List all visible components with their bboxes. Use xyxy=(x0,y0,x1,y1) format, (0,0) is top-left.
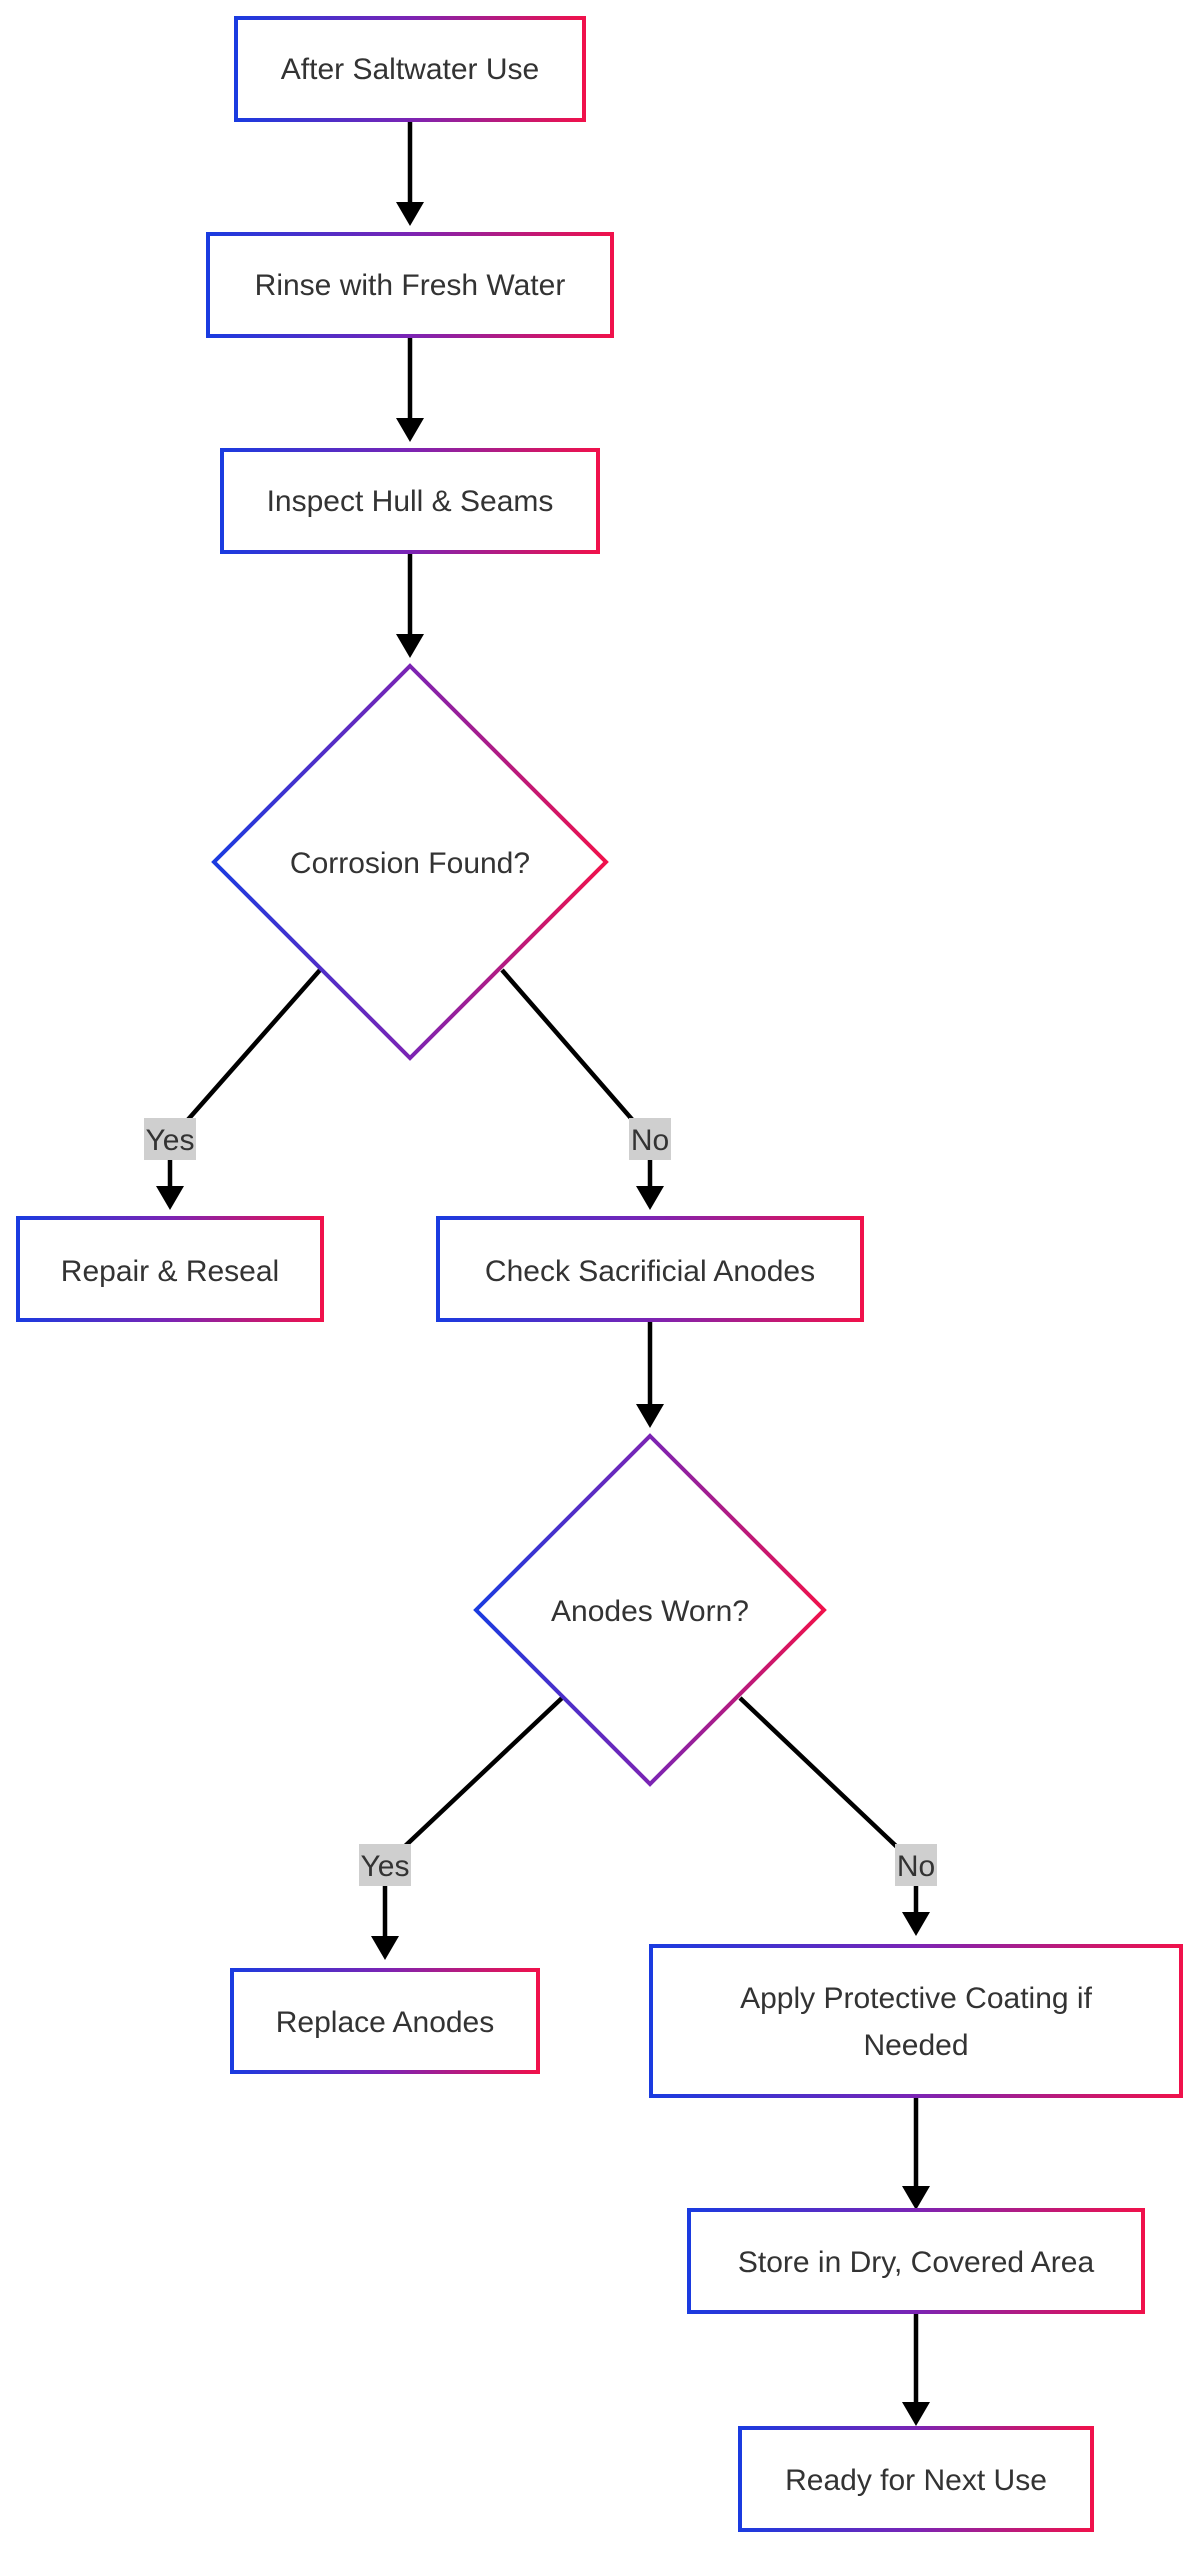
arrowhead-ready xyxy=(902,2402,930,2426)
node-label: Check Sacrificial Anodes xyxy=(485,1255,815,1288)
nodes: After Saltwater Use Rinse with Fresh Wat… xyxy=(16,16,1183,2532)
arrowhead-worn xyxy=(636,1404,664,1428)
edge-label-corrosion-no: No xyxy=(631,1124,669,1157)
node-repair-reseal: Repair & Reseal xyxy=(16,1216,324,1322)
node-anodes-worn-decision: Anodes Worn? xyxy=(473,1433,827,1787)
arrowhead-apply xyxy=(902,1912,930,1936)
arrowhead-check-anodes xyxy=(636,1186,664,1210)
label-bg-corrosion-no xyxy=(629,1118,671,1160)
node-label-line2: Needed xyxy=(863,2029,968,2062)
label-bg-anodes-no xyxy=(895,1844,937,1886)
arrowhead-store xyxy=(902,2186,930,2210)
node-store-dry-covered: Store in Dry, Covered Area xyxy=(687,2208,1145,2314)
node-label: Ready for Next Use xyxy=(785,2464,1047,2497)
node-label: Corrosion Found? xyxy=(290,847,530,880)
decision-diamond xyxy=(211,663,609,1061)
edge-corrosion-no xyxy=(500,968,653,1186)
node-label-line1: Apply Protective Coating if xyxy=(740,1982,1093,2015)
node-label: Repair & Reseal xyxy=(61,1255,279,1288)
label-bg-anodes-yes xyxy=(359,1844,411,1886)
edge-anodes-yes xyxy=(382,1696,564,1936)
node-replace-anodes: Replace Anodes xyxy=(230,1968,540,2074)
node-label: After Saltwater Use xyxy=(281,53,539,86)
arrowhead-replace xyxy=(371,1936,399,1960)
edge-label-corrosion-yes: Yes xyxy=(146,1124,195,1157)
node-label: Replace Anodes xyxy=(276,2006,495,2039)
node-label: Store in Dry, Covered Area xyxy=(738,2246,1095,2279)
edge-labels: Yes No Yes No xyxy=(144,1118,937,1886)
node-label: Inspect Hull & Seams xyxy=(267,485,554,518)
arrowhead-corrosion xyxy=(396,634,424,658)
node-label: Rinse with Fresh Water xyxy=(255,269,566,302)
node-box xyxy=(220,448,600,554)
label-bg-corrosion-yes xyxy=(144,1118,196,1160)
arrowhead-rinse xyxy=(396,202,424,226)
node-box xyxy=(16,1216,324,1322)
edge-label-anodes-no: No xyxy=(897,1850,935,1883)
node-apply-protective-coating: Apply Protective Coating if Needed xyxy=(649,1944,1183,2098)
node-box xyxy=(206,232,614,338)
node-box xyxy=(230,1968,540,2074)
node-rinse-fresh-water: Rinse with Fresh Water xyxy=(206,232,614,338)
node-ready-next-use: Ready for Next Use xyxy=(738,2426,1094,2532)
arrowhead-repair xyxy=(156,1186,184,1210)
node-check-sacrificial-anodes: Check Sacrificial Anodes xyxy=(436,1216,864,1322)
edge-label-anodes-yes: Yes xyxy=(361,1850,410,1883)
node-after-saltwater-use: After Saltwater Use xyxy=(234,16,586,122)
node-box xyxy=(234,16,586,122)
node-box xyxy=(738,2426,1094,2532)
node-inspect-hull-seams: Inspect Hull & Seams xyxy=(220,448,600,554)
edge-anodes-no xyxy=(738,1696,919,1912)
node-box xyxy=(687,2208,1145,2314)
arrowhead-inspect xyxy=(396,418,424,442)
node-box xyxy=(436,1216,864,1322)
node-corrosion-found-decision: Corrosion Found? xyxy=(211,663,609,1061)
node-label: Anodes Worn? xyxy=(551,1595,749,1628)
decision-diamond xyxy=(473,1433,827,1787)
node-box xyxy=(649,1944,1183,2098)
